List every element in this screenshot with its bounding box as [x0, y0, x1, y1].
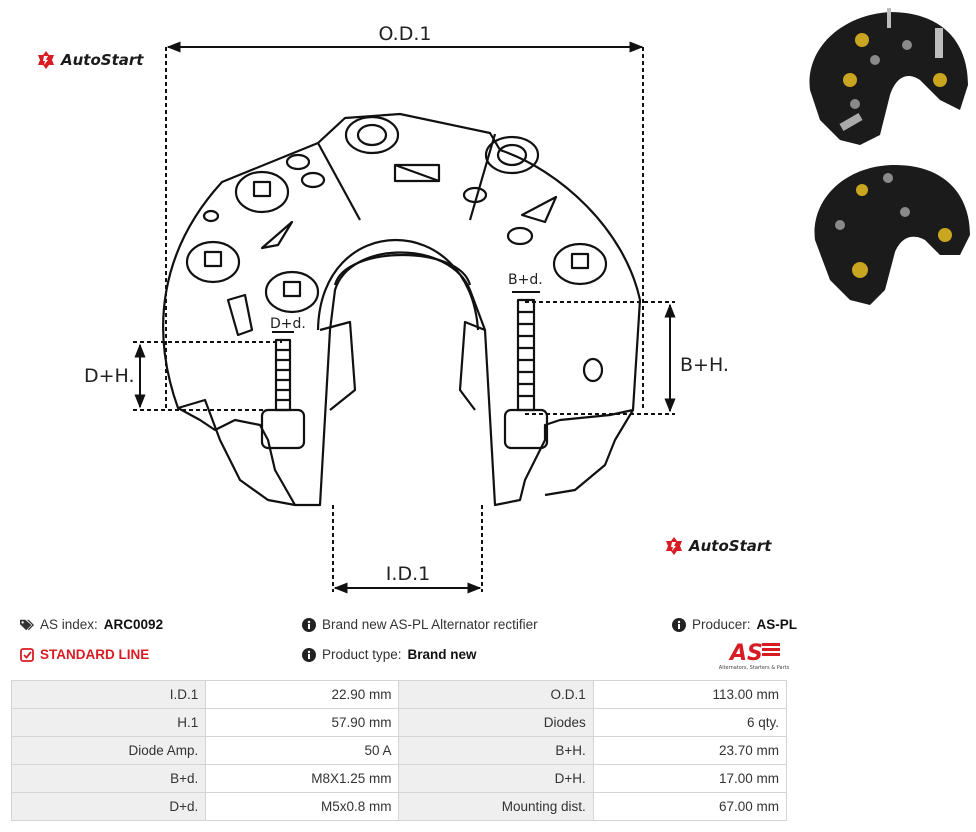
spec-label: I.D.1: [10, 680, 207, 709]
as-index-value: ARC0092: [103, 617, 164, 632]
product-photo-bottom: [814, 165, 970, 305]
as-pl-producer-logo: AS Alternators, Starters & Parts: [719, 641, 790, 671]
spec-label: H.1: [10, 708, 207, 737]
spec-value: 17.00 mm: [592, 764, 788, 793]
brand-name: AutoStart: [689, 537, 772, 555]
info-icon: [672, 617, 686, 632]
autostart-logo-icon: [38, 51, 54, 69]
dh-label: D+H.: [84, 365, 135, 387]
checkbox-checked-icon: [20, 647, 34, 662]
info-icon: [302, 647, 316, 662]
od1-label: O.D.1: [379, 23, 432, 45]
spec-value: 6 qty.: [592, 708, 788, 737]
brand-logo-bottom: AutoStart: [664, 536, 771, 556]
spec-label: O.D.1: [398, 680, 594, 709]
spec-value: M8X1.25 mm: [205, 764, 400, 793]
product-type-value: Brand new: [407, 647, 477, 662]
dd-label: D+d.: [270, 316, 306, 332]
spec-value: 113.00 mm: [592, 680, 788, 709]
spec-label: B+H.: [398, 736, 594, 765]
spec-value: 57.90 mm: [205, 708, 400, 737]
spec-label: B+d.: [10, 764, 207, 793]
spec-label: Mounting dist.: [398, 792, 594, 821]
product-type: Product type: Brand new: [302, 647, 477, 662]
spec-label: D+d.: [10, 792, 207, 821]
product-photos: [809, 8, 970, 305]
product-description: Brand new AS-PL Alternator rectifier: [302, 617, 538, 632]
autostart-logo-icon: [666, 537, 682, 555]
spec-value: M5x0.8 mm: [205, 792, 400, 821]
svg-text:Alternators, Starters & Parts: Alternators, Starters & Parts: [719, 665, 790, 671]
svg-text:AS: AS: [728, 641, 763, 666]
spec-label: D+H.: [398, 764, 594, 793]
tags-icon: [20, 619, 34, 630]
spec-label: Diodes: [398, 708, 594, 737]
spec-value: 23.70 mm: [592, 736, 788, 765]
product-photo-top: [809, 8, 968, 145]
spec-value: 67.00 mm: [592, 792, 788, 821]
standard-line-badge: STANDARD LINE: [20, 647, 149, 662]
brand-name: AutoStart: [61, 51, 144, 69]
producer-value: AS-PL: [756, 617, 798, 632]
spec-label: Diode Amp.: [10, 736, 207, 765]
rectifier-technical-drawing: O.D.1 I.D.1 D+H. B+H. B+d. D+d.: [84, 23, 729, 594]
bh-label: B+H.: [680, 354, 729, 376]
as-index: AS index: ARC0092: [20, 617, 163, 632]
id1-label: I.D.1: [386, 563, 430, 585]
bd-label: B+d.: [508, 272, 543, 288]
producer: Producer: AS-PL: [672, 617, 797, 632]
brand-logo-top: AutoStart: [36, 50, 143, 70]
spec-value: 22.90 mm: [205, 680, 400, 709]
spec-value: 50 A: [205, 736, 400, 765]
info-icon: [302, 617, 316, 632]
